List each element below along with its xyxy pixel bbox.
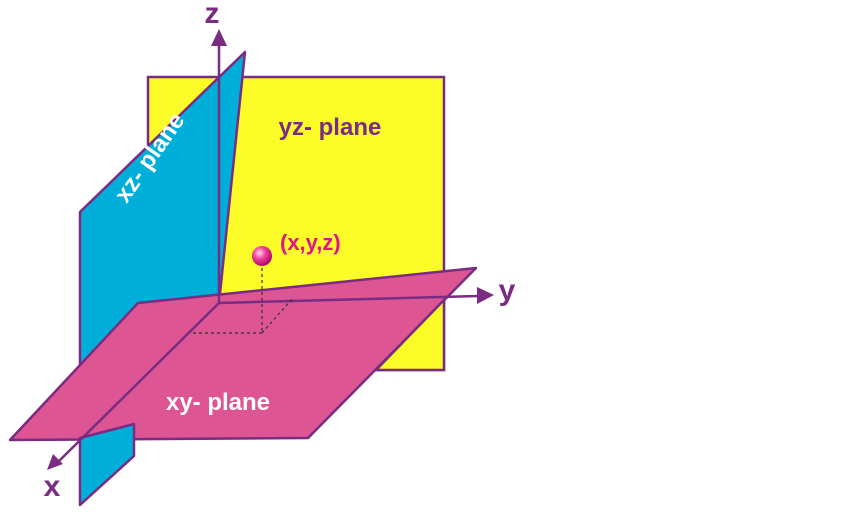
z-arrowhead bbox=[211, 29, 227, 46]
point-marker bbox=[252, 246, 272, 266]
yz-plane-label: yz- plane bbox=[279, 114, 382, 141]
x-axis-label: x bbox=[44, 470, 61, 503]
xz-plane-lower bbox=[78, 422, 136, 507]
yz-plane-lower-sliver bbox=[373, 296, 446, 372]
z-axis-label: z bbox=[205, 0, 220, 30]
x-arrowhead bbox=[47, 454, 63, 470]
y-arrowhead bbox=[477, 287, 494, 304]
point-label: (x,y,z) bbox=[280, 230, 341, 255]
xy-plane bbox=[8, 266, 478, 442]
y-axis-label: y bbox=[499, 274, 516, 307]
projection-to-y bbox=[261, 297, 294, 334]
xy-plane-label: xy- plane bbox=[166, 389, 270, 416]
y-axis-line bbox=[218, 294, 479, 305]
x-axis-line bbox=[57, 302, 220, 463]
